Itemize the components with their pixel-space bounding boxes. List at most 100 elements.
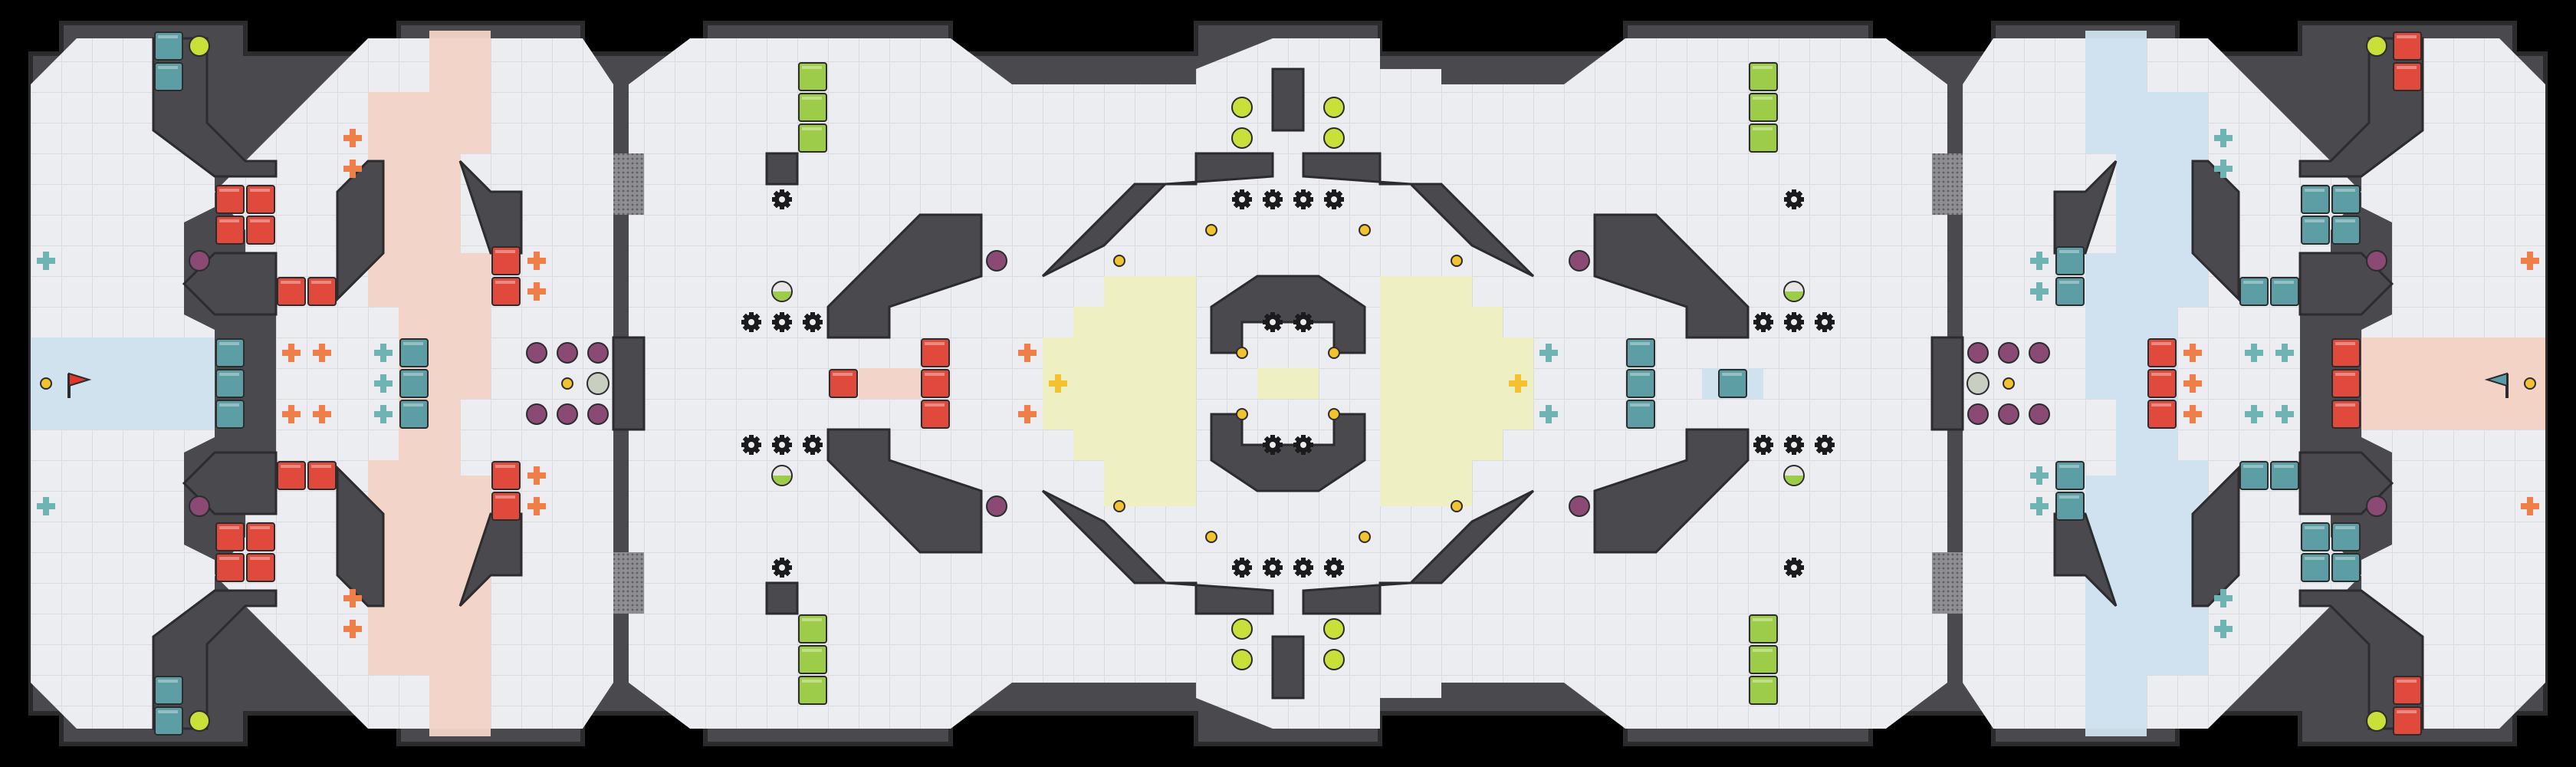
gear-hazard-icon <box>1324 189 1344 209</box>
coin-icon <box>1359 531 1371 543</box>
red-block <box>2331 400 2361 429</box>
purple-orb-icon <box>2366 250 2387 272</box>
red-flag-icon <box>67 372 92 398</box>
coin-icon <box>1113 500 1125 512</box>
plus-icon <box>2245 344 2263 362</box>
plus-icon <box>374 374 393 393</box>
red-block <box>307 461 337 490</box>
lime-orb-icon <box>189 35 210 57</box>
purple-orb-icon <box>1569 250 1590 272</box>
capture-point-icon <box>586 372 610 395</box>
teal-block <box>2331 185 2361 214</box>
lime-orb-icon <box>1323 649 1345 670</box>
capture-orb-icon <box>1783 281 1805 302</box>
plus-icon <box>37 497 55 515</box>
red-block <box>277 461 306 490</box>
gear-hazard-icon <box>1263 435 1283 455</box>
red-block <box>2147 400 2177 429</box>
teal-block <box>2301 522 2330 551</box>
plus-icon <box>313 405 331 423</box>
teal-block <box>1626 369 1655 398</box>
plus-icon <box>2214 160 2233 178</box>
teal-block <box>2055 461 2085 490</box>
capture-orb-icon <box>771 281 793 302</box>
teal-block <box>2331 216 2361 245</box>
red-block <box>491 277 521 306</box>
teal-block <box>2055 277 2085 306</box>
plus-icon <box>2030 497 2049 515</box>
gear-hazard-icon <box>1293 189 1313 209</box>
gear-hazard-icon <box>1232 558 1252 578</box>
gear-hazard-icon <box>772 189 792 209</box>
purple-orb-icon <box>2029 403 2050 425</box>
coin-icon <box>1236 408 1248 420</box>
purple-orb-icon <box>1967 403 1989 425</box>
gear-hazard-icon <box>772 435 792 455</box>
teal-block <box>2301 185 2330 214</box>
teal-block <box>399 338 429 367</box>
teal-block <box>2301 553 2330 582</box>
plus-icon <box>1539 344 1558 362</box>
plus-icon <box>2275 405 2294 423</box>
red-block <box>2147 338 2177 367</box>
teal-block <box>2301 216 2330 245</box>
red-block <box>215 185 245 214</box>
green-block <box>798 645 827 674</box>
teal-block <box>2239 461 2269 490</box>
coin-icon <box>1236 347 1248 359</box>
plus-icon <box>2275 344 2294 362</box>
gear-hazard-icon <box>1815 435 1835 455</box>
coin-icon <box>2003 377 2015 390</box>
red-zone-right <box>2361 337 2545 430</box>
red-block <box>277 277 306 306</box>
coin-icon <box>1113 255 1125 267</box>
plus-icon <box>343 620 362 638</box>
red-block <box>921 400 950 429</box>
purple-orb-icon <box>1998 403 2019 425</box>
gear-hazard-icon <box>1815 312 1835 332</box>
gear-hazard-icon <box>1784 558 1804 578</box>
capture-point-icon <box>1967 372 1990 395</box>
teal-block <box>215 338 245 367</box>
red-block <box>921 338 950 367</box>
lime-orb-icon <box>2366 35 2387 57</box>
interior-walls <box>152 37 2424 730</box>
right-center-floor <box>1380 38 1947 729</box>
teal-block <box>2055 246 2085 275</box>
purple-orb-icon <box>189 495 210 517</box>
coin-icon <box>1451 255 1463 267</box>
coin-icon <box>1451 500 1463 512</box>
teal-block <box>1718 369 1747 398</box>
plus-icon <box>282 344 301 362</box>
coin-icon <box>2524 377 2536 390</box>
green-block <box>798 93 827 122</box>
purple-orb-icon <box>557 403 578 425</box>
plus-icon <box>2214 129 2233 147</box>
plus-icon <box>1018 344 1037 362</box>
plus-icon <box>343 160 362 178</box>
gear-hazard-icon <box>1263 312 1283 332</box>
coin-icon <box>1205 531 1217 543</box>
plus-icon <box>1018 405 1037 423</box>
teal-flag-icon <box>2484 372 2509 398</box>
purple-orb-icon <box>1569 495 1590 517</box>
gear-hazard-icon <box>772 312 792 332</box>
lime-orb-icon <box>1323 127 1345 149</box>
lime-orb-icon <box>1231 618 1253 640</box>
plus-icon <box>1509 374 1527 393</box>
red-block <box>2393 676 2422 705</box>
plus-icon <box>2183 405 2202 423</box>
teal-block <box>154 62 183 91</box>
red-block <box>2393 31 2422 61</box>
plus-icon <box>527 466 546 485</box>
purple-orb-icon <box>986 495 1007 517</box>
coin-icon <box>561 377 573 390</box>
plus-icon <box>2030 252 2049 270</box>
teal-block <box>2239 277 2269 306</box>
coin-icon <box>1359 224 1371 236</box>
red-block <box>246 522 275 551</box>
gear-hazard-icon <box>803 312 823 332</box>
red-block <box>2393 706 2422 736</box>
plus-icon <box>2214 620 2233 638</box>
teal-block <box>2055 492 2085 521</box>
